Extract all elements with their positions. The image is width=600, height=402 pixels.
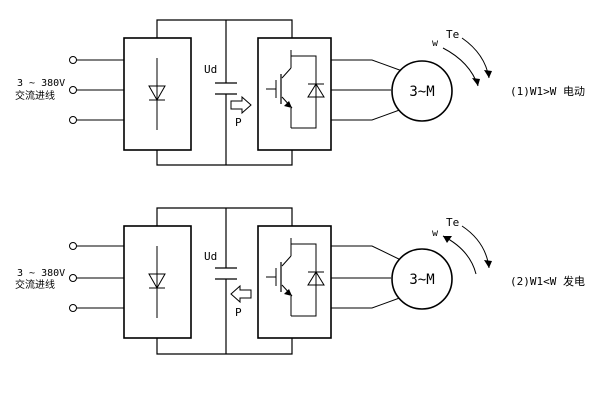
igbt-switch-icon <box>266 238 293 316</box>
freewheel-diode-icon <box>291 243 325 317</box>
inverter-block <box>257 225 332 339</box>
motor-label: 3~M <box>409 272 434 288</box>
mode-caption: (1)W1>W 电动 <box>510 85 585 98</box>
ac-input-terminals <box>69 242 124 312</box>
ac-input-terminals <box>69 56 124 124</box>
inverter-block <box>257 37 332 151</box>
torque-label: Te <box>446 216 459 229</box>
supply-note-label: 交流进线 <box>15 278 55 291</box>
speed-label: w <box>432 38 439 49</box>
motor-label: 3~M <box>409 84 434 100</box>
rectifier-diode-icon <box>148 58 166 130</box>
motor-icon <box>391 60 453 122</box>
mode-caption: (2)W1<W 发电 <box>510 274 585 288</box>
speed-label: w <box>432 228 439 239</box>
motor-icon <box>391 248 453 310</box>
dc-link-voltage-label: Ud <box>204 63 217 76</box>
supply-voltage-label: 3 ~ 380V <box>17 78 65 89</box>
motoring-diagram: 3 ~ 380V 交流进线 Ud P <box>15 19 585 166</box>
power-flow-arrow-icon <box>230 95 252 115</box>
torque-label: Te <box>446 28 459 41</box>
power-label: P <box>235 306 242 319</box>
freewheel-diode-icon <box>291 55 325 129</box>
dc-link <box>156 19 293 166</box>
dc-link <box>156 207 293 355</box>
generating-diagram: 3 ~ 380V 交流进线 Ud P <box>15 207 585 355</box>
igbt-switch-icon <box>266 50 293 128</box>
dc-link-voltage-label: Ud <box>204 250 217 263</box>
supply-note-label: 交流进线 <box>15 89 55 102</box>
motor-wires <box>331 245 406 309</box>
torque-arrow-icon <box>461 37 490 79</box>
power-label: P <box>235 116 242 129</box>
torque-arrow-icon <box>461 225 490 269</box>
rectifier-diode-icon <box>148 246 166 318</box>
power-flow-arrow-icon <box>230 284 252 304</box>
motor-wires <box>331 59 406 121</box>
supply-voltage-label: 3 ~ 380V <box>17 268 65 279</box>
